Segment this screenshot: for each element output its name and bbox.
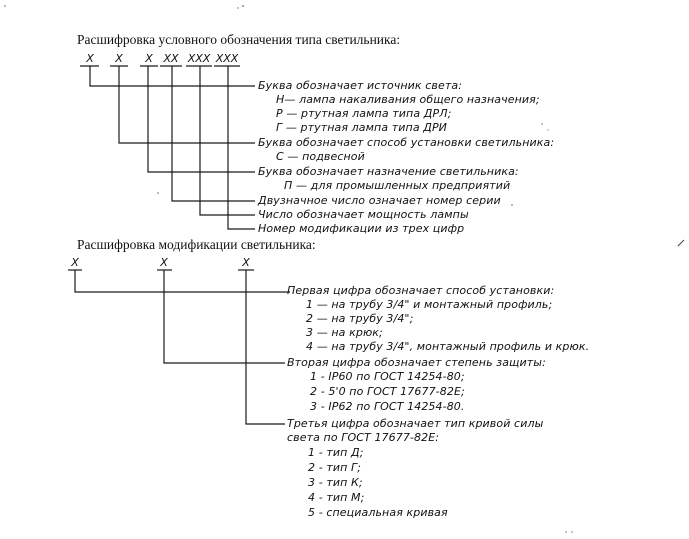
desc-line: 5 - специальная кривая — [308, 506, 448, 519]
code-letter: ХХ — [163, 52, 179, 65]
desc-line: П — для промышленных предприятий — [284, 179, 511, 192]
desc-line: Р — ртутная лампа типа ДРЛ; — [276, 107, 452, 120]
desc-line: 1 — на трубу 3/4" и монтажный профиль; — [306, 298, 553, 311]
desc-line: Буква обозначает источник света: — [258, 79, 463, 92]
code-letter: Х — [115, 52, 123, 65]
connector-installation — [118, 66, 255, 144]
desc-line: 2 - 5'0 по ГОСТ 17677-82Е; — [310, 385, 465, 398]
desc-line: Номер модификации из трех цифр — [258, 222, 465, 235]
desc-line: Двузначное число означает номер серии — [258, 194, 501, 207]
connector-second-digit — [163, 270, 285, 364]
code-letter: Х — [160, 256, 168, 269]
connector-third-digit — [245, 270, 285, 425]
connector-series — [171, 66, 255, 202]
code-letter: ХХХ — [187, 52, 211, 65]
desc-line: 2 - тип Г; — [308, 461, 362, 474]
desc-line: Н— лампа накаливания общего назначения; — [276, 93, 540, 106]
desc-line: света по ГОСТ 17677-82Е: — [287, 431, 440, 444]
desc-line: 3 - тип К; — [308, 476, 363, 489]
code-letter: Х — [242, 256, 250, 269]
desc-line: Буква обозначает способ установки светил… — [258, 136, 555, 149]
desc-line: Третья цифра обозначает тип кривой силы — [287, 417, 544, 430]
desc-line: С — подвесной — [276, 150, 365, 163]
desc-line: 4 — на трубу 3/4", монтажный профиль и к… — [306, 340, 590, 353]
connector-purpose — [147, 66, 255, 173]
section-title-type: Расшифровка условного обозначения типа с… — [77, 32, 401, 47]
code-letter: Х — [145, 52, 153, 65]
desc-line: 1 - тип Д; — [308, 446, 364, 459]
desc-line: 3 — на крюк; — [306, 326, 383, 339]
code-letter: ХХХ — [215, 52, 239, 65]
section-title-modification: Расшифровка модификации светильника: — [77, 237, 316, 252]
desc-line: 4 - тип М; — [308, 491, 365, 504]
desc-line: 2 — на трубу 3/4"; — [306, 312, 414, 325]
desc-line: 1 - IP60 по ГОСТ 14254-80; — [310, 370, 465, 383]
desc-line: Вторая цифра обозначает степень защиты: — [287, 356, 546, 369]
desc-line: Буква обозначает назначение светильника: — [258, 165, 519, 178]
connector-modification — [227, 66, 255, 230]
code-letter: Х — [71, 256, 79, 269]
desc-line: Г — ртутная лампа типа ДРИ — [276, 121, 448, 134]
connector-power — [199, 66, 255, 216]
desc-line: Первая цифра обозначает способ установки… — [287, 284, 555, 297]
code-letter: Х — [86, 52, 94, 65]
desc-line: 3 - IP62 по ГОСТ 14254-80. — [310, 400, 465, 413]
desc-line: Число обозначает мощность лампы — [258, 208, 469, 221]
connector-first-digit — [74, 270, 290, 293]
